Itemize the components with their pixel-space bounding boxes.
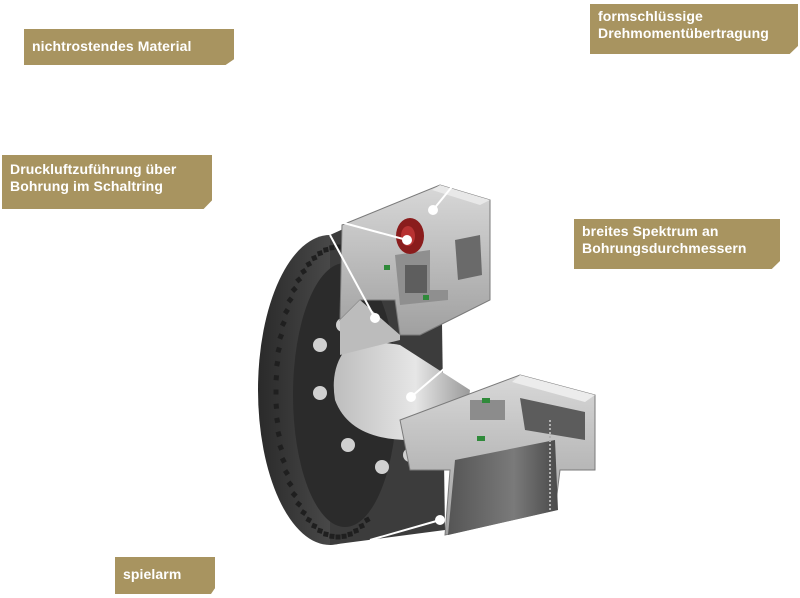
label-text-line-2: Bohrung im Schaltring [10, 178, 163, 194]
gear-tooth [290, 285, 298, 294]
gear-tooth [347, 531, 354, 538]
seal [477, 436, 485, 441]
gear-tooth [316, 527, 324, 534]
gear-tooth [279, 320, 287, 328]
bore-hole [341, 438, 355, 452]
gear-tooth [282, 469, 290, 477]
label-text: spielarm [123, 566, 182, 582]
label-text-line-1: breites Spektrum an [582, 223, 719, 239]
gear-tooth [358, 522, 365, 530]
gear-tooth [290, 490, 298, 499]
gear-tooth [316, 250, 324, 257]
label-text-line-2: Drehmomentübertragung [598, 25, 769, 41]
gear-tooth [322, 531, 329, 538]
label-nichtrostendes-material: nichtrostendes Material [24, 29, 234, 65]
gear-tooth [295, 500, 303, 508]
label-text-line-2: Bohrungsdurchmessern [582, 240, 747, 256]
gear-tooth [275, 346, 282, 354]
label-formschluessige-drehmomentuebertragung: formschlüssige Drehmomentübertragung [590, 4, 798, 54]
seal [384, 265, 390, 270]
gear-tooth [335, 534, 341, 540]
gear-tooth [279, 456, 287, 464]
gear-tooth [311, 522, 318, 530]
label-text-line-1: Druckluftzuführung über [10, 161, 177, 177]
gear-tooth [300, 509, 308, 517]
gear-tooth [275, 430, 282, 438]
seal [482, 398, 490, 403]
gear-tooth [273, 375, 280, 381]
leader-lines [329, 182, 456, 541]
gear-tooth [273, 389, 279, 395]
bore-hole [375, 460, 389, 474]
gear-tooth [274, 360, 281, 367]
gear-tooth [311, 254, 318, 262]
gear-tooth [277, 333, 284, 340]
gear-tooth [352, 527, 360, 534]
gear-tooth [282, 307, 290, 315]
gear-tooth [305, 516, 313, 524]
label-spielarm: spielarm [115, 557, 215, 594]
gear-tooth [273, 403, 280, 409]
gear-tooth [277, 444, 284, 451]
gear-tooth [341, 533, 347, 540]
label-breites-spektrum: breites Spektrum an Bohrungsdurchmessern [574, 219, 780, 269]
gear-teeth [273, 244, 371, 540]
gear-tooth [363, 516, 371, 524]
gear-tooth [329, 533, 335, 540]
gear-tooth [274, 417, 281, 424]
bore-hole [313, 338, 327, 352]
gear-tooth [286, 296, 294, 304]
gear-tooth [322, 246, 329, 253]
gear-tooth [329, 244, 335, 251]
seal [423, 295, 429, 300]
lower-cutaway-section [399, 374, 596, 536]
gear-tooth [295, 276, 303, 284]
gear-tooth [305, 260, 313, 268]
label-text-line-1: formschlüssige [598, 8, 703, 24]
label-druckluftzufuehrung: Druckluftzuführung über Bohrung im Schal… [2, 155, 212, 209]
upper-cutaway-section [339, 184, 491, 355]
label-text: nichtrostendes Material [32, 38, 192, 54]
gear-tooth [286, 480, 294, 488]
gear-tooth [300, 267, 308, 275]
bore-hole [313, 386, 327, 400]
